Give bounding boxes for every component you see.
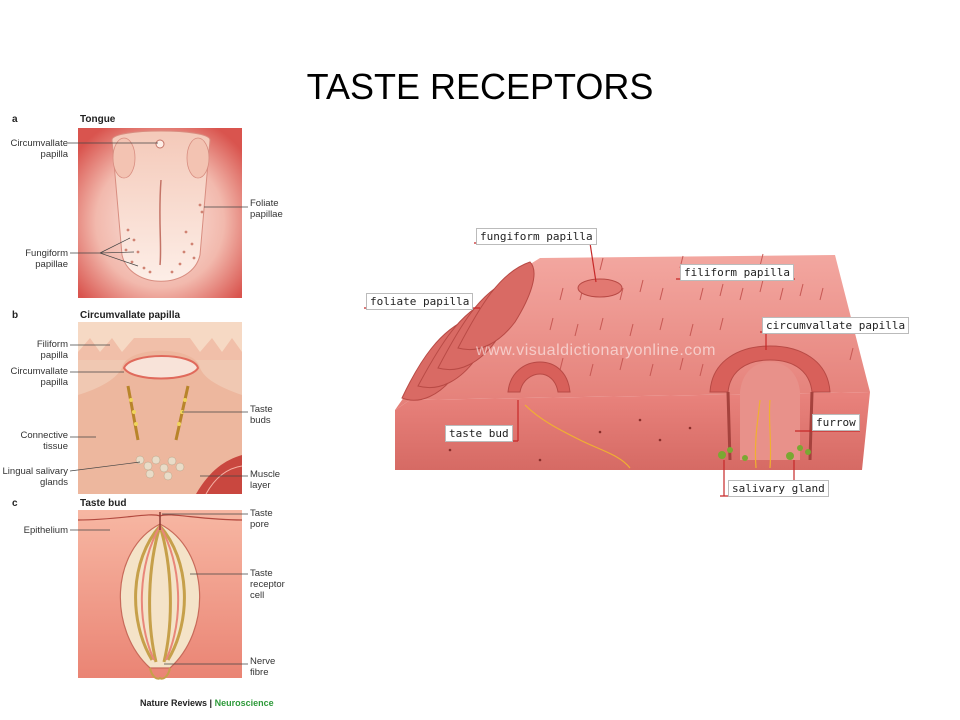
credit-section: Neuroscience <box>212 698 274 708</box>
watermark: www.visualdictionaryonline.com <box>476 342 716 359</box>
label-nerve-fibre: Nerve fibre <box>250 656 276 678</box>
label-epithelium: Epithelium <box>23 525 68 536</box>
figure-credit: Nature Reviews | Neuroscience <box>140 698 274 708</box>
label-taste-buds: Taste buds <box>250 404 273 426</box>
panel-b-title: Circumvallate papilla <box>80 310 181 321</box>
label-foliate-papillae: Foliate papillae <box>250 198 283 220</box>
label-fungiform-papilla: fungiform papilla <box>476 228 597 245</box>
label-connective-tissue: Connective tissue <box>20 430 68 452</box>
page-title: TASTE RECEPTORS <box>306 66 654 107</box>
credit-journal: Nature Reviews | <box>140 698 213 708</box>
panel-c-title: Taste bud <box>80 498 127 509</box>
taste-bud-illustration <box>70 510 248 680</box>
label-circumvallate-papilla: Circumvallate papilla <box>10 138 68 160</box>
label-filiform-papilla: Filiform papilla <box>36 339 68 361</box>
label-taste-pore: Taste pore <box>250 508 273 530</box>
label-circumvallate-papilla-right: circumvallate papilla <box>762 317 910 334</box>
panel-c-letter: c <box>12 498 18 509</box>
panel-a-title: Tongue <box>80 114 116 125</box>
label-furrow: furrow <box>812 414 860 431</box>
circumvallate-section-illustration <box>69 322 248 495</box>
label-filiform-papilla: filiform papilla <box>680 264 794 281</box>
panel-a-letter: a <box>12 114 18 125</box>
label-lingual-salivary-glands: Lingual salivary glands <box>2 466 68 488</box>
tongue-block-illustration <box>364 242 900 497</box>
label-taste-bud: taste bud <box>445 425 513 442</box>
label-salivary-gland: salivary gland <box>728 480 829 497</box>
label-taste-receptor-cell: Taste receptor cell <box>250 568 285 601</box>
tongue-illustration <box>68 128 248 298</box>
label-circumvallate-papilla-b: Circumvallate papilla <box>10 366 68 388</box>
label-foliate-papilla: foliate papilla <box>366 293 474 310</box>
label-fungiform-papillae: Fungiform papillae <box>25 248 68 270</box>
label-muscle-layer: Muscle layer <box>250 469 281 491</box>
panel-b-letter: b <box>12 310 19 321</box>
